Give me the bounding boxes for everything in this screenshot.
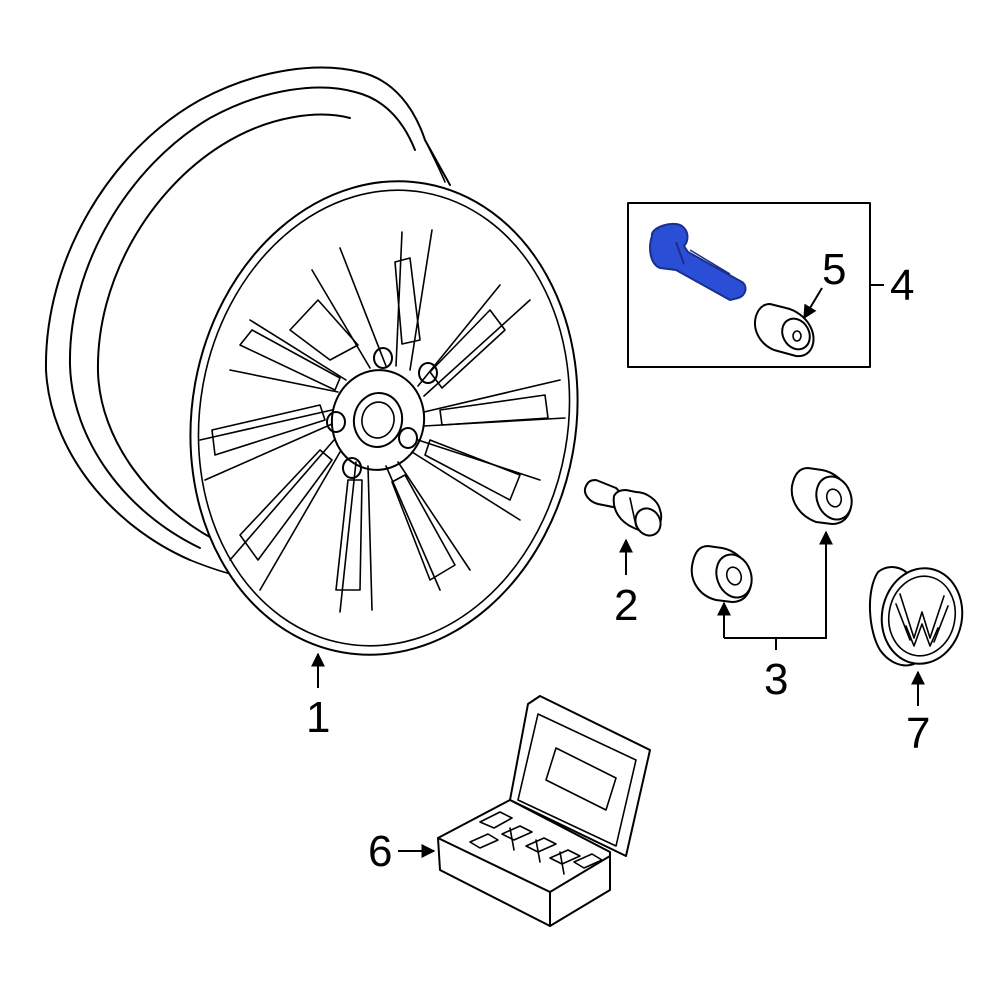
lug-nut-cap[interactable]: [690, 545, 758, 603]
leader-lines: [311, 530, 925, 858]
callout-6: 6: [368, 827, 392, 876]
lug-nut-cap[interactable]: [790, 467, 858, 525]
lug-hole: [373, 347, 393, 369]
valve-stem-kit[interactable]: [627, 202, 884, 368]
callout-7: 7: [906, 709, 930, 758]
valve-stem[interactable]: [649, 222, 747, 301]
wheel[interactable]: [44, 66, 614, 686]
callout-2: 2: [614, 581, 638, 630]
lug-hole: [398, 427, 418, 449]
lock-slots: [469, 811, 603, 875]
callout-4: 4: [890, 261, 914, 310]
callout-3: 3: [764, 655, 788, 704]
wheel-face: [189, 180, 579, 656]
callout-1: 1: [306, 693, 330, 742]
lug-hole: [342, 457, 362, 479]
lug-hole: [418, 362, 438, 384]
wheel-bolt[interactable]: [584, 479, 665, 540]
callout-5: 5: [822, 245, 846, 294]
callouts: 1 2 3 4 5 6 7: [306, 245, 930, 876]
wheel-lock-kit[interactable]: [437, 695, 651, 927]
valve-cap[interactable]: [754, 303, 815, 358]
lug-hole: [326, 411, 346, 433]
wheel-spokes: [199, 229, 566, 613]
vw-logo-icon: [895, 593, 949, 647]
center-cap[interactable]: [869, 562, 970, 670]
